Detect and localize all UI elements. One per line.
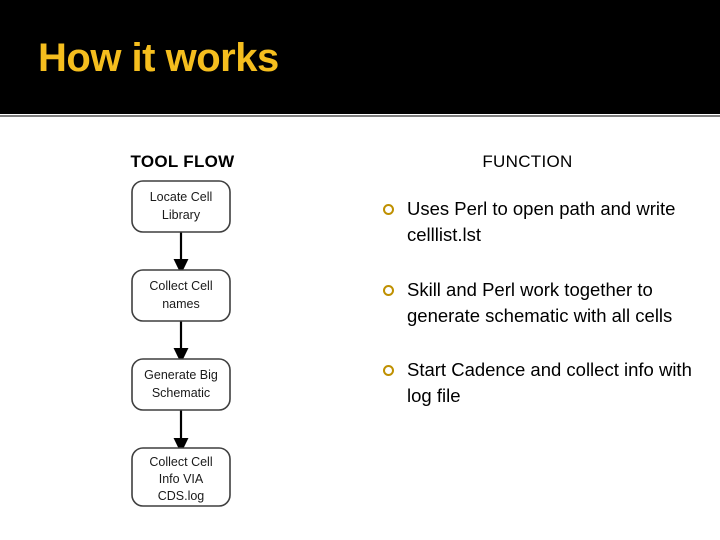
column-heading-function: FUNCTION	[482, 152, 573, 171]
list-item: Start Cadence and collect info with log …	[383, 357, 693, 410]
hollow-circle-bullet-icon	[383, 365, 394, 377]
flow-box-line: Locate Cell	[150, 190, 213, 204]
list-item-text: Skill and Perl work together to generate…	[407, 278, 673, 326]
list-item-text: Uses Perl to open path and write celllis…	[407, 198, 676, 246]
flow-box-line: Library	[162, 208, 201, 222]
function-bullet-list: Uses Perl to open path and write celllis…	[383, 196, 693, 410]
column-heading-tool-flow: TOOL FLOW	[130, 152, 235, 171]
hollow-circle-bullet-icon	[383, 284, 394, 296]
title-banner	[0, 0, 720, 114]
flow-box-line: Collect Cell	[149, 279, 212, 293]
flow-box-line: CDS.log	[158, 489, 205, 503]
flow-box-collect-cell-names: Collect Cell names	[131, 269, 231, 322]
flow-box-line: Info VIA	[159, 472, 204, 486]
banner-divider	[0, 115, 720, 117]
list-item-text: Start Cadence and collect info with log …	[407, 359, 692, 407]
flow-box-collect-cell-info-via-cds-log: Collect Cell Info VIA CDS.log	[131, 447, 231, 507]
flow-box-line: Generate Big	[144, 368, 218, 382]
list-item: Uses Perl to open path and write celllis…	[383, 196, 693, 249]
flow-box-line: Collect Cell	[149, 455, 212, 469]
flow-box-locate-cell-library: Locate Cell Library	[131, 180, 231, 233]
hollow-circle-bullet-icon	[383, 204, 394, 215]
flow-box-line: names	[162, 297, 200, 311]
flow-box-generate-big-schematic: Generate Big Schematic	[131, 358, 231, 411]
tool-flow-diagram: Locate Cell Library Collect Cell names G…	[120, 175, 260, 515]
list-item: Skill and Perl work together to generate…	[383, 277, 693, 330]
flow-box-line: Schematic	[152, 386, 210, 400]
page-title: How it works	[38, 36, 279, 80]
